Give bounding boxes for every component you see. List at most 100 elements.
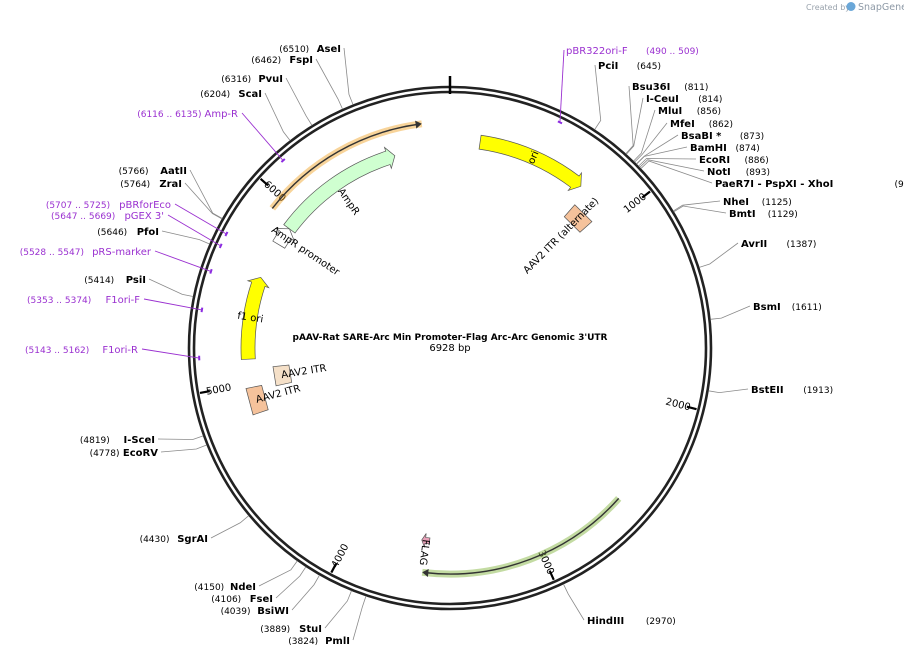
primer-name: pRS-marker [92,247,152,258]
primer-pbrforeco[interactable]: pBRforEco(5707 .. 5725) [46,200,171,211]
site-aatii[interactable]: AatII(5766) [119,166,187,177]
feature-f1-ori-4[interactable] [240,276,270,360]
site-position: (1125) [762,198,792,208]
tick-2000 [686,405,697,411]
site-psii[interactable]: PsiI(5414) [84,275,146,286]
site-bamhi[interactable]: BamHI(874) [690,143,760,154]
site-nhei[interactable]: NheI (1125) [723,197,792,208]
site-bsu36i[interactable]: Bsu36I(811) [632,82,708,93]
feature-label-f1-ori-4: f1 ori [237,311,264,326]
site-mfei[interactable]: MfeI(862) [670,119,733,130]
site-bmti[interactable]: BmtI(1129) [729,209,798,220]
site-leader-nhei [673,200,721,212]
site-name: BsaBI * [681,131,722,142]
site-avrii[interactable]: AvrII (1387) [741,239,816,250]
site-ecori[interactable]: EcoRI(886) [699,155,769,166]
site-paer7i-pspxi-xhoi[interactable]: PaeR7I - PspXI - XhoI(900) [715,179,904,190]
site-ndei[interactable]: NdeI (4150) [194,582,256,593]
site-i-ceui[interactable]: I-CeuI (814) [646,94,722,105]
site-fsei[interactable]: FseI(4106) [211,594,273,605]
primer-name: pBRforEco [119,200,171,211]
feature-aav2-itr-alternate-1[interactable] [563,204,593,233]
site-leader-noti [639,159,705,172]
site-name: PvuI [258,74,283,85]
site-pmli[interactable]: PmlI(3824) [288,636,350,647]
site-sgrai[interactable]: SgrAI(4430) [140,534,208,545]
site-name: I-CeuI [646,94,679,105]
backbone [187,76,713,611]
site-name: BmtI [729,209,756,220]
site-mlui[interactable]: MluI(856) [658,106,721,117]
primer-leader-f1ori-r [141,348,200,359]
primer-pbr322ori-f[interactable]: pBR322ori-F(490 .. 509) [566,46,699,57]
feature-ori-0[interactable] [478,134,582,192]
site-hindiii[interactable]: HindIII(2970) [587,616,676,627]
site-pvui[interactable]: PvuI(6316) [221,74,283,85]
site-name: ZraI [159,179,182,190]
site-position: (1611) [792,303,822,313]
site-i-scei[interactable]: I-SceI(4819) [80,435,155,446]
primer-sites: pBR322ori-F(490 .. 509) Amp-R(6116 .. 613… [20,46,699,361]
site-bsiwi[interactable]: BsiWI(4039) [221,606,289,617]
site-position: (814) [698,95,722,105]
tick-label-2000: 2000 [664,397,691,414]
site-name: BsiWI [257,606,289,617]
site-leader-ecorv [160,444,207,453]
primer-prs-marker[interactable]: pRS-marker(5528 .. 5547) [20,247,152,258]
site-noti[interactable]: NotI (893) [707,167,770,178]
site-leader-i-scei [157,435,204,440]
site-leader-bsu36i [625,85,634,154]
site-stui[interactable]: StuI(3889) [260,624,322,635]
site-leader-mlui [633,109,656,162]
feature-ampr-promoter-3[interactable] [272,228,296,249]
site-position: (1387) [787,240,817,250]
site-position: (893) [746,168,770,178]
site-bsteii[interactable]: BstEII(1913) [751,385,833,396]
site-pcii[interactable]: PciI(645) [598,61,661,72]
primer-range: (5647 .. 5669) [51,212,115,222]
orf-arc-orf[interactable] [423,497,620,575]
primer-name: F1ori-R [102,345,138,356]
site-bsabi[interactable]: BsaBI * (873) [681,131,764,142]
site-fspi[interactable]: FspI(6462) [251,55,313,66]
site-name: AseI [317,44,341,55]
site-ecorv[interactable]: EcoRV(4778) [90,448,159,459]
feature-ampr-2[interactable] [283,146,396,234]
primer-amp-r[interactable]: Amp-R(6116 .. 6135) [137,109,238,120]
site-leader-asei [343,47,354,105]
site-leader-bsteii [708,388,749,394]
tick-label-4000: 4000 [330,542,352,570]
site-bsmi[interactable]: BsmI (1611) [753,302,822,313]
site-leader-scai [264,92,291,141]
site-pfoi[interactable]: PfoI(5646) [97,227,159,238]
site-scai[interactable]: ScaI(6204) [200,89,262,100]
primer-f1ori-r[interactable]: F1ori-R(5143 .. 5162) [25,345,138,356]
primer-f1ori-f[interactable]: F1ori-F(5353 .. 5374) [27,295,140,306]
site-zrai[interactable]: ZraI (5764) [120,179,182,190]
primer-range: (490 .. 509) [646,47,699,57]
site-position: (5414) [84,276,114,286]
site-name: NheI [723,197,749,208]
site-position: (873) [740,132,764,142]
site-name: NdeI [230,582,256,593]
site-name: NotI [707,167,731,178]
feature-flag-7[interactable] [421,533,431,548]
site-name: AvrII [741,239,767,250]
orf-ampr-orf[interactable] [271,123,421,209]
site-leader-psii [148,278,194,297]
site-leader-aatii [189,169,223,219]
site-position: (4150) [194,583,224,593]
feature-aav2-itr-5[interactable] [245,384,269,416]
site-leader-bamhi [636,146,688,165]
primer-mark-amp-r [280,158,286,163]
primer-pgex-3[interactable]: pGEX 3'(5647 .. 5669) [51,211,164,222]
feature-aav2-itr-6[interactable] [272,364,293,387]
site-position: (5764) [120,180,150,190]
site-name: BsmI [753,302,781,313]
site-position: (886) [745,156,769,166]
site-asei[interactable]: AseI(6510) [279,44,341,55]
site-leader-zrai [184,182,223,220]
site-name: FspI [289,55,313,66]
site-leader-pfoi [161,230,210,245]
feature-label-aav2-itr-alternate-1: AAV2 ITR (alternate) [522,196,602,276]
